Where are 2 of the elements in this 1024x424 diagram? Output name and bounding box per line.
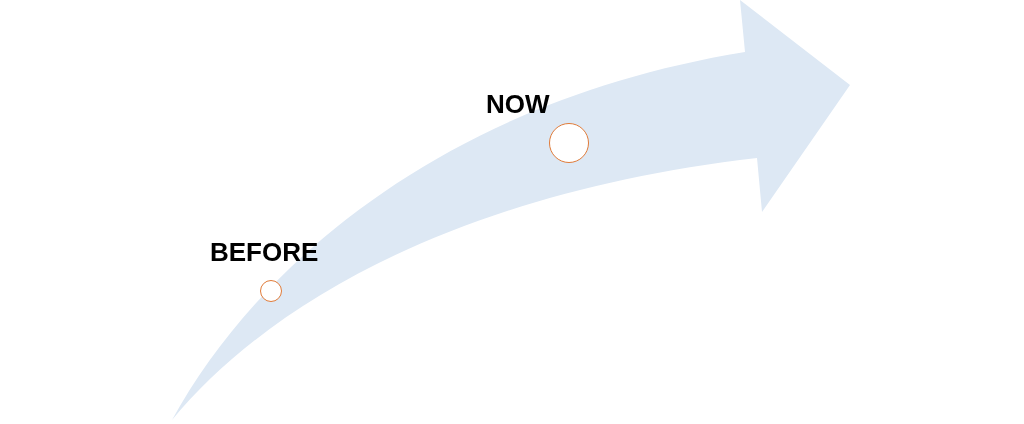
- stage-label: BEFORE: [210, 237, 319, 267]
- stage-label: NOW: [486, 89, 550, 119]
